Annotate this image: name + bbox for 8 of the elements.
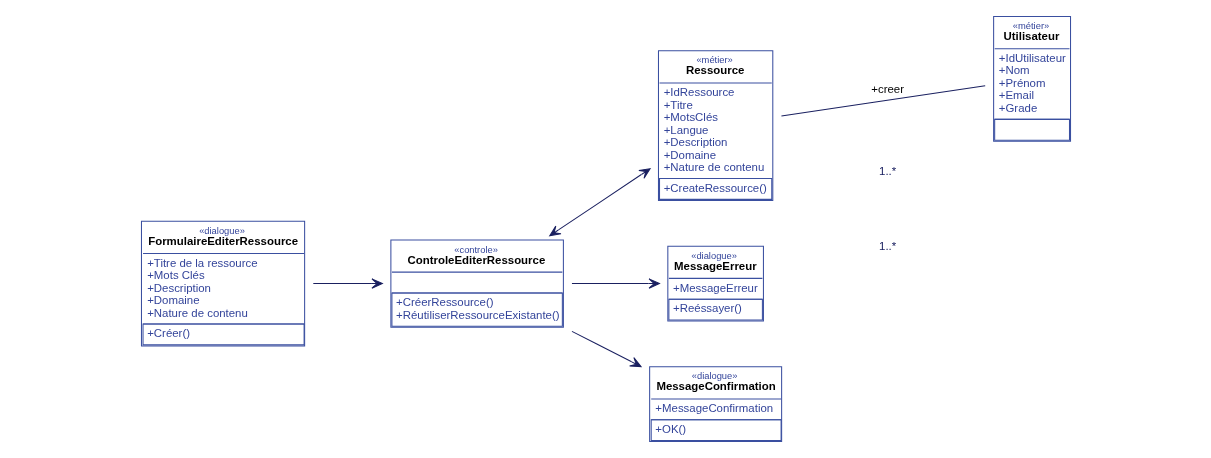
label: 1..* (878, 165, 896, 178)
arrow (570, 330, 641, 368)
connector (780, 85, 986, 117)
arrow (312, 278, 383, 289)
arrow (570, 278, 660, 289)
edge-label: +creer (870, 83, 904, 96)
arrow (548, 168, 651, 237)
label: 1..* (878, 240, 896, 253)
